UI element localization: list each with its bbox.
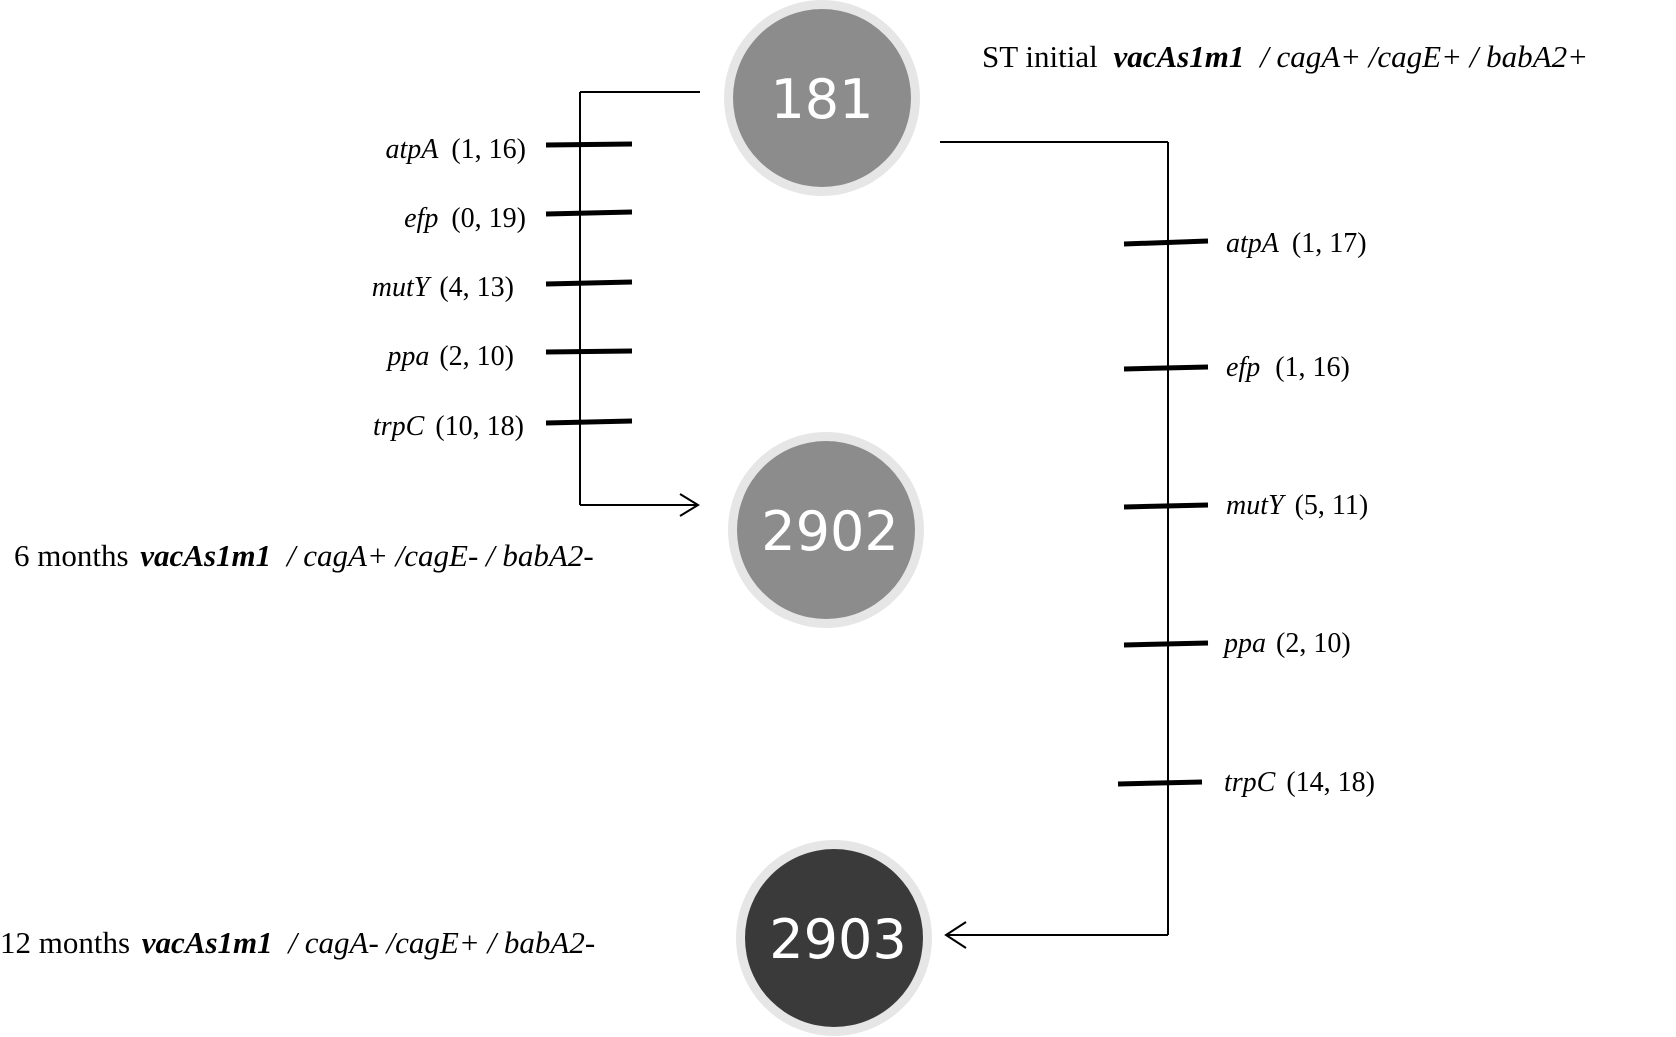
right-values-efp: (1, 16) — [1275, 352, 1350, 383]
left-change-trpC: trpC (10, 18) — [373, 411, 524, 442]
right-tick-atpA — [1123, 238, 1209, 247]
left-change-labels: atpA (1, 16) efp (0, 19) mutY (4, 13) pp… — [372, 134, 526, 442]
right-change-mutY: mutY (5, 11) — [1226, 490, 1368, 521]
right-tick-ppa — [1123, 640, 1209, 648]
right-branch — [940, 141, 1169, 949]
right-gene-atpA: atpA — [1226, 228, 1280, 259]
right-values-trpC: (14, 18) — [1286, 767, 1375, 798]
left-gene-atpA: atpA — [385, 134, 439, 165]
left-tick-atpA — [545, 141, 633, 148]
node-2902-label: 2902 — [761, 500, 898, 563]
profile-twelve-vac: vacAs1m1 — [142, 925, 273, 960]
left-tick-efp — [545, 209, 633, 217]
node-2903: 2903 — [736, 840, 932, 1036]
right-tick-trpC — [1117, 779, 1203, 787]
left-tick-ppa — [545, 348, 633, 355]
right-arrowhead-icon — [944, 921, 967, 949]
right-values-mutY: (5, 11) — [1295, 490, 1369, 521]
right-change-trpC: trpC (14, 18) — [1224, 767, 1375, 798]
right-gene-efp: efp — [1226, 352, 1260, 383]
left-tick-mutY — [545, 279, 633, 287]
profile-initial-vac: vacAs1m1 — [1113, 39, 1244, 74]
node-2903-label: 2903 — [769, 908, 906, 971]
right-values-atpA: (1, 17) — [1292, 228, 1367, 259]
left-arrowhead-icon — [679, 493, 700, 517]
node-2902: 2902 — [728, 432, 924, 628]
left-values-ppa: (2, 10) — [439, 341, 514, 372]
profile-six-caption: 6 months vacAs1m1 / cagA+ /cagE- / babA2… — [14, 538, 594, 573]
profile-initial-prefix: ST initial — [982, 39, 1098, 74]
left-tick-trpC — [545, 418, 633, 426]
left-gene-ppa: ppa — [385, 341, 429, 372]
right-tick-mutY — [1123, 502, 1209, 510]
profile-twelve-caption: 12 months vacAs1m1 / cagA- /cagE+ / babA… — [0, 925, 595, 960]
left-values-mutY: (4, 13) — [439, 272, 514, 303]
left-ticks — [545, 141, 633, 426]
node-2903-circle — [745, 849, 923, 1027]
profile-initial-caption: ST initial vacAs1m1 / cagA+ /cagE+ / bab… — [982, 39, 1588, 74]
profile-twelve-prefix: 12 months — [0, 925, 130, 960]
left-gene-mutY: mutY — [372, 272, 433, 303]
left-values-trpC: (10, 18) — [435, 411, 524, 442]
node-181-label: 181 — [770, 68, 873, 131]
node-2902-circle — [737, 441, 915, 619]
right-change-atpA: atpA (1, 17) — [1226, 228, 1367, 259]
right-change-labels: atpA (1, 17) efp (1, 16) mutY (5, 11) pp… — [1222, 228, 1375, 798]
profile-six-rest: / cagA+ /cagE- / babA2- — [285, 538, 594, 573]
left-branch — [579, 91, 700, 517]
left-change-mutY: mutY (4, 13) — [372, 272, 514, 303]
node-181: 181 — [724, 0, 920, 196]
profile-six-vac: vacAs1m1 — [140, 538, 271, 573]
right-ticks — [1117, 238, 1209, 787]
right-gene-mutY: mutY — [1226, 490, 1287, 521]
left-change-ppa: ppa (2, 10) — [385, 341, 514, 372]
left-values-atpA: (1, 16) — [451, 134, 526, 165]
profile-initial-rest: / cagA+ /cagE+ / babA2+ — [1258, 39, 1588, 74]
right-change-efp: efp (1, 16) — [1226, 352, 1350, 383]
left-values-efp: (0, 19) — [451, 203, 526, 234]
right-values-ppa: (2, 10) — [1276, 628, 1351, 659]
profile-six-prefix: 6 months — [14, 538, 129, 573]
left-change-atpA: atpA (1, 16) — [385, 134, 526, 165]
left-gene-trpC: trpC — [373, 411, 425, 442]
right-tick-efp — [1123, 364, 1209, 372]
profile-twelve-rest: / cagA- /cagE+ / babA2- — [286, 925, 595, 960]
right-gene-ppa: ppa — [1222, 628, 1266, 659]
left-change-efp: efp (0, 19) — [404, 203, 526, 234]
right-change-ppa: ppa (2, 10) — [1222, 628, 1351, 659]
node-181-circle — [733, 9, 911, 187]
left-gene-efp: efp — [404, 203, 438, 234]
right-gene-trpC: trpC — [1224, 767, 1276, 798]
